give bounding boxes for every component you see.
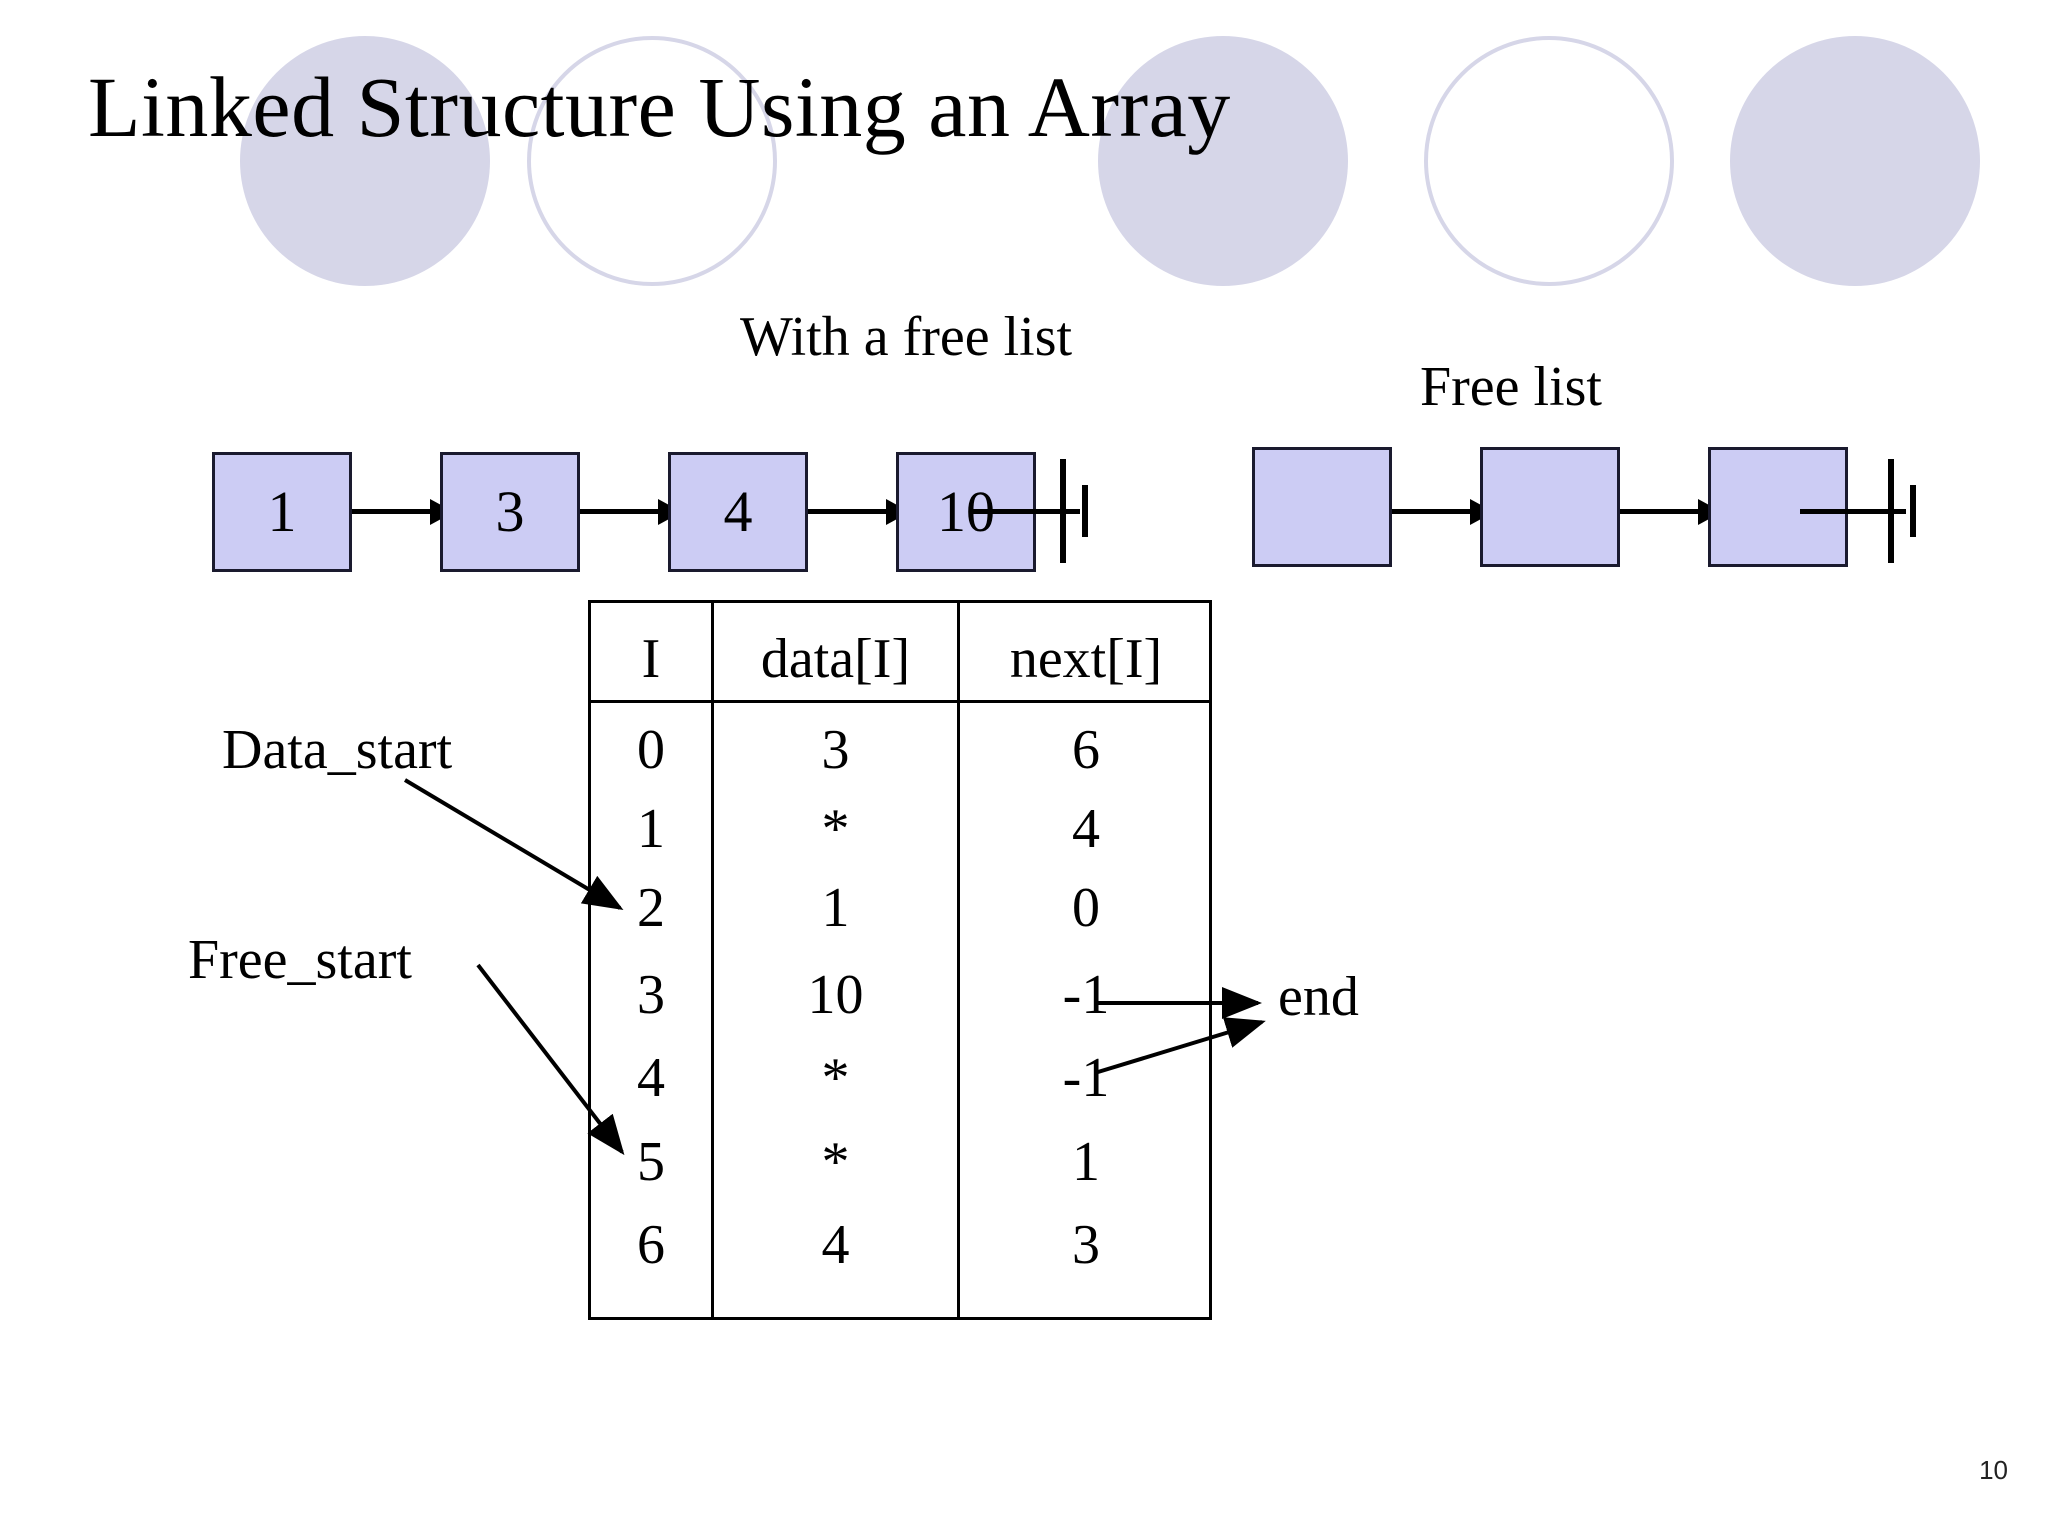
caption-free-list: Free list bbox=[1420, 356, 1602, 418]
data-terminator-line bbox=[970, 509, 1080, 514]
table-cell-next-4: -1 bbox=[1062, 1047, 1110, 1109]
table-cell-next-1: 4 bbox=[1072, 798, 1100, 860]
page-number: 10 bbox=[1979, 1455, 2008, 1485]
table-cell-data-4: * bbox=[821, 1047, 850, 1109]
table-cell-index-0: 0 bbox=[637, 719, 665, 781]
free-node-1[interactable] bbox=[1480, 447, 1620, 567]
data-node-1[interactable]: 3 bbox=[440, 452, 580, 572]
data-link-2-3 bbox=[808, 509, 894, 514]
decorative-circle-4 bbox=[1424, 36, 1674, 286]
decorative-circle-5 bbox=[1730, 36, 1980, 286]
table-cell-index-2: 2 bbox=[637, 877, 665, 939]
table-cell-data-5: * bbox=[821, 1131, 850, 1193]
free-link-0-1 bbox=[1392, 509, 1478, 514]
table-cell-index-1: 1 bbox=[637, 798, 665, 860]
table-cell-index-6: 6 bbox=[637, 1214, 665, 1276]
table-cell-data-0: 3 bbox=[821, 719, 850, 781]
data-node-1-label: 3 bbox=[495, 479, 525, 544]
table-cell-data-6: 4 bbox=[821, 1214, 850, 1276]
free-node-2[interactable] bbox=[1708, 447, 1848, 567]
data-terminator-bar-tall bbox=[1060, 459, 1066, 563]
table-column-separator-2 bbox=[957, 603, 960, 1317]
label-free-start: Free_start bbox=[188, 929, 412, 991]
table-cell-next-5: 1 bbox=[1072, 1131, 1100, 1193]
data-node-0-label: 1 bbox=[267, 479, 297, 544]
table-header-next: next[I] bbox=[1009, 628, 1163, 690]
data-node-2[interactable]: 4 bbox=[668, 452, 808, 572]
table-cell-next-2: 0 bbox=[1072, 877, 1100, 939]
table-cell-data-1: * bbox=[821, 798, 850, 860]
label-data-start: Data_start bbox=[222, 719, 453, 781]
free-link-1-2 bbox=[1620, 509, 1706, 514]
data-link-0-1 bbox=[352, 509, 438, 514]
table-cell-index-3: 3 bbox=[637, 964, 665, 1026]
table-cell-data-2: 1 bbox=[821, 877, 850, 939]
free-terminator-bar-tall bbox=[1888, 459, 1894, 563]
table-cell-index-5: 5 bbox=[637, 1131, 665, 1193]
data-node-2-label: 4 bbox=[723, 479, 753, 544]
table-column-index: I 0 1 2 3 4 5 6 bbox=[591, 603, 711, 1317]
data-node-0[interactable]: 1 bbox=[212, 452, 352, 572]
data-link-1-2 bbox=[580, 509, 666, 514]
free-terminator-bar-short bbox=[1910, 485, 1916, 537]
table-header-separator bbox=[591, 700, 1209, 703]
table-column-data: data[I] 3 * 1 10 * * 4 bbox=[714, 603, 957, 1317]
table-cell-next-6: 3 bbox=[1072, 1214, 1100, 1276]
free-node-0[interactable] bbox=[1252, 447, 1392, 567]
table-cell-next-3: -1 bbox=[1062, 964, 1110, 1026]
page-title: Linked Structure Using an Array bbox=[88, 59, 1231, 155]
table-header-index: I bbox=[641, 628, 661, 690]
data-terminator-bar-short bbox=[1082, 485, 1088, 537]
array-table: I 0 1 2 3 4 5 6 data[I] 3 * 1 10 * * 4 n… bbox=[588, 600, 1212, 1320]
table-column-next: next[I] 6 4 0 -1 -1 1 3 bbox=[960, 603, 1212, 1317]
table-cell-index-4: 4 bbox=[637, 1047, 665, 1109]
label-end: end bbox=[1278, 966, 1359, 1028]
table-header-data: data[I] bbox=[760, 628, 911, 690]
table-cell-data-3: 10 bbox=[807, 964, 864, 1026]
table-cell-next-0: 6 bbox=[1072, 719, 1100, 781]
free-terminator-line bbox=[1800, 509, 1906, 514]
table-column-separator-1 bbox=[711, 603, 714, 1317]
caption-with-a-free-list: With a free list bbox=[740, 306, 1073, 368]
